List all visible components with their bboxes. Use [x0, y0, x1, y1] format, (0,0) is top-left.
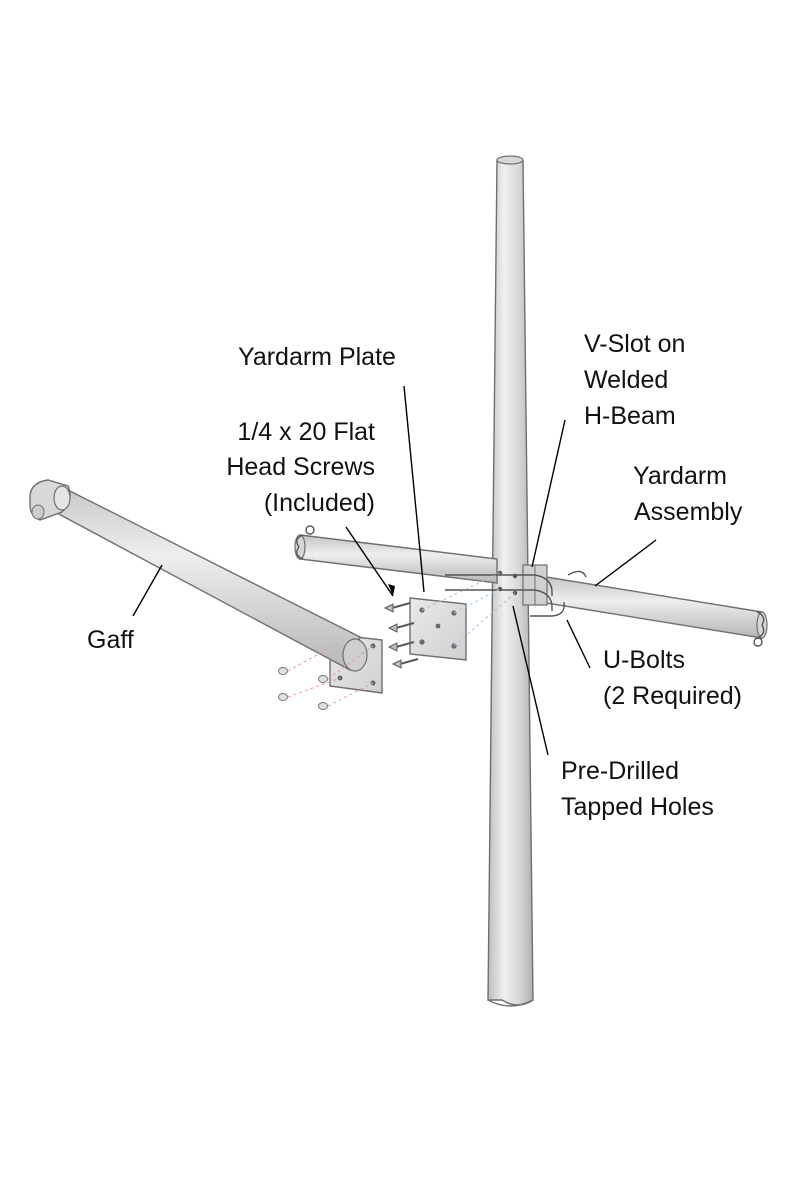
- svg-text:Welded: Welded: [584, 366, 668, 394]
- label-screws: 1/4 x 20 Flat Head Screws (Included): [226, 418, 375, 517]
- svg-text:(Included): (Included): [264, 489, 375, 517]
- end-ring-icon: [305, 525, 315, 535]
- leader-holes: [512, 605, 549, 756]
- leader-vslot: [531, 419, 566, 568]
- label-gaff: Gaff: [87, 626, 134, 654]
- svg-text:Yardarm Plate: Yardarm Plate: [238, 343, 396, 371]
- leader-gaff: [132, 564, 163, 617]
- leader-ubolts: [566, 619, 591, 669]
- svg-text:Assembly: Assembly: [634, 498, 743, 526]
- svg-text:Pre-Drilled: Pre-Drilled: [561, 757, 679, 785]
- leader-lines: [132, 385, 657, 756]
- main-pole: [487, 155, 534, 1007]
- yardarm-plate: [409, 572, 516, 661]
- gaff-bolt-lines: [287, 641, 374, 707]
- svg-text:(2 Required): (2 Required): [603, 682, 742, 710]
- svg-text:V-Slot on: V-Slot on: [584, 330, 685, 358]
- flat-head-screws: [383, 602, 419, 669]
- label-holes: Pre-Drilled Tapped Holes: [561, 757, 714, 821]
- svg-text:Yardarm: Yardarm: [633, 462, 727, 490]
- end-ring-icon: [753, 637, 763, 647]
- leader-yardarm-assembly: [594, 539, 657, 587]
- label-yardarm-plate: Yardarm Plate: [238, 343, 396, 371]
- svg-text:1/4 x 20 Flat: 1/4 x 20 Flat: [237, 418, 375, 446]
- svg-text:H-Beam: H-Beam: [584, 402, 676, 430]
- svg-text:Tapped Holes: Tapped Holes: [561, 793, 714, 821]
- yardarm-assembly: [294, 525, 768, 647]
- gaff-nuts: [278, 667, 328, 710]
- leader-yardarm-plate: [403, 385, 425, 593]
- leader-screws: [345, 526, 394, 597]
- svg-text:Gaff: Gaff: [87, 626, 134, 654]
- u-bolts: [445, 570, 587, 617]
- label-vslot: V-Slot on Welded H-Beam: [584, 330, 685, 430]
- label-ubolts: U-Bolts (2 Required): [603, 646, 742, 710]
- label-yardarm-assembly: Yardarm Assembly: [633, 462, 743, 526]
- svg-text:U-Bolts: U-Bolts: [603, 646, 685, 674]
- svg-text:Head Screws: Head Screws: [226, 453, 375, 481]
